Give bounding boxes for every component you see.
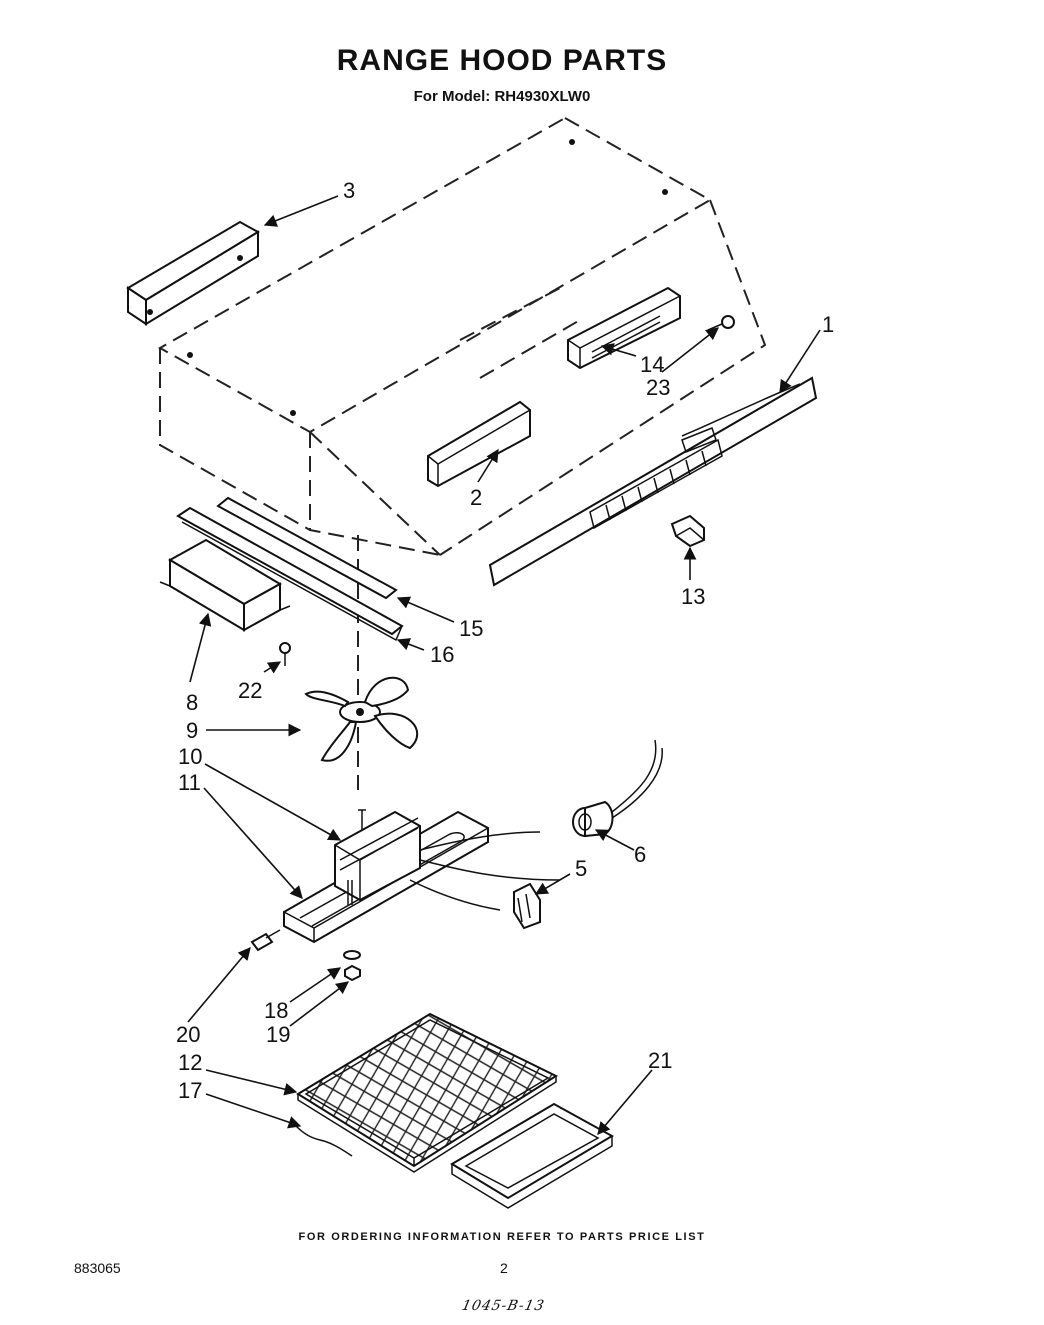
callout-18: 18 [264,998,288,1023]
page-number: 2 [500,1260,508,1276]
washer-nut-part-18-19 [343,950,361,982]
callout-6: 6 [634,842,646,867]
model-subtitle: For Model: RH4930XLW0 [413,88,591,105]
channel-part-16 [176,506,404,642]
box-part-8 [159,538,291,632]
motor-assembly-part-10-11 [283,809,561,944]
page-title: RANGE HOOD PARTS [336,44,668,77]
fan-blade-part-9 [304,676,418,762]
leader-lines [187,195,821,1135]
terminal-block-part-5 [513,882,541,930]
hood-housing-outline [157,116,767,790]
strip-part-15 [216,496,398,600]
callout-5: 5 [575,856,587,881]
callout-labels: 3 1 2 14 23 13 15 16 8 22 9 10 11 6 5 18… [176,178,834,1103]
screw-part-20 [250,929,281,952]
callout-1: 1 [822,312,834,337]
callout-3: 3 [343,178,355,203]
callout-17: 17 [178,1078,202,1103]
clip-part-13 [670,514,705,548]
clip-part-17 [295,1125,353,1157]
screw-part-22 [279,642,291,666]
callout-22: 22 [238,678,262,703]
callout-16: 16 [430,642,454,667]
handwritten-note: 1045-B-13 [460,1298,547,1314]
ordering-note: FOR ORDERING INFORMATION REFER TO PARTS … [298,1231,706,1243]
bracket-part-3 [126,220,260,326]
filter-panel-part-2 [427,400,531,488]
callout-2: 2 [470,485,482,510]
callout-13: 13 [681,584,705,609]
callout-14: 14 [640,352,664,377]
callout-15: 15 [459,616,483,641]
screw-part-23 [707,315,735,331]
connector-part-6 [572,739,663,838]
callout-11: 11 [178,770,201,795]
callout-10: 10 [178,744,202,769]
grease-filter-part-12 [296,1012,559,1173]
document-number: 883065 [74,1260,121,1276]
callout-19: 19 [266,1022,290,1047]
callout-23: 23 [646,375,670,400]
callout-9: 9 [186,718,198,743]
callout-21: 21 [648,1048,672,1073]
callout-12: 12 [178,1050,202,1075]
control-panel-part-1 [488,376,818,587]
tray-part-21 [450,1102,615,1209]
callout-20: 20 [176,1022,200,1047]
callout-8: 8 [186,690,198,715]
